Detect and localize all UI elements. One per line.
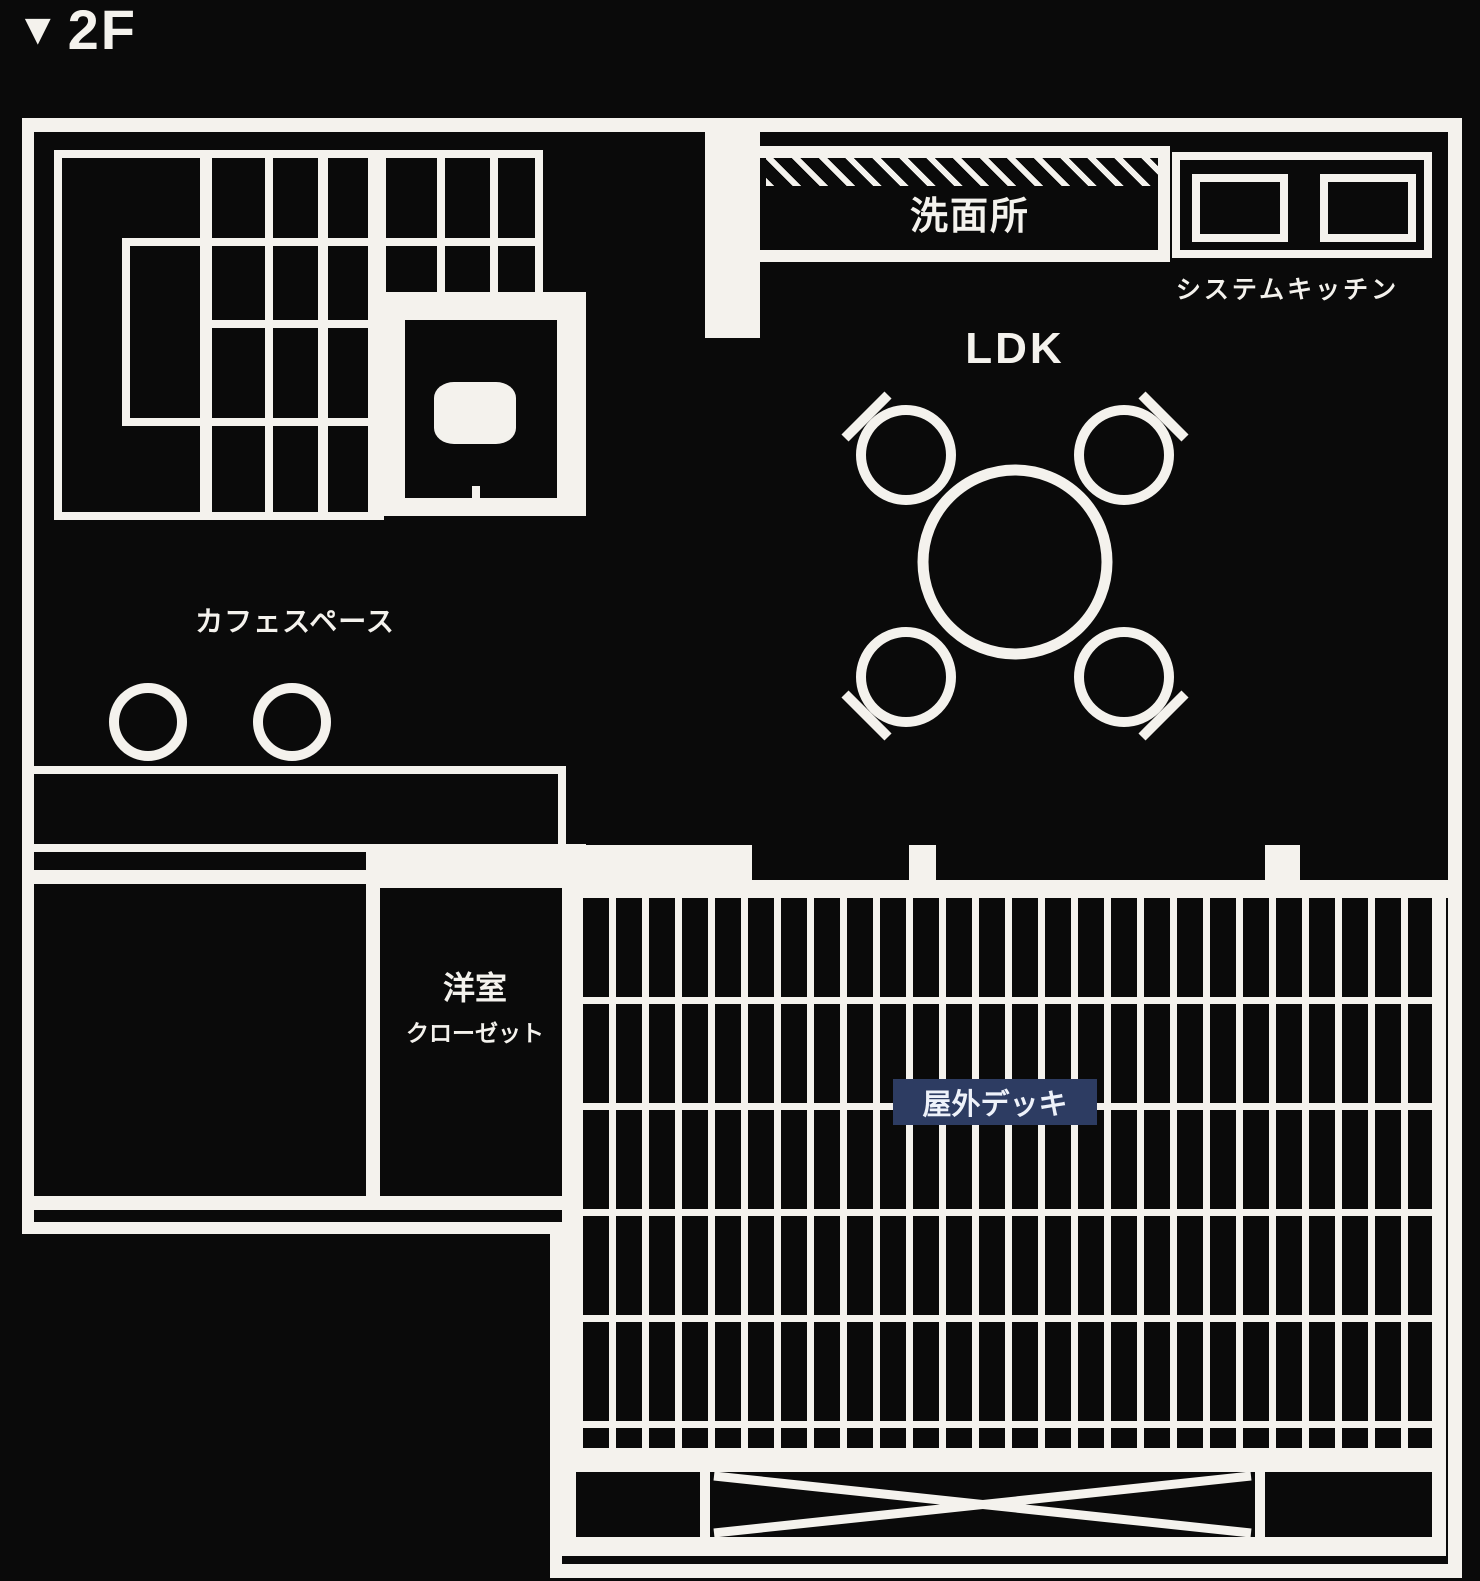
grid-row-line — [122, 418, 386, 426]
stair-box-divider — [700, 1472, 710, 1537]
down-triangle-icon: ▼ — [16, 5, 60, 54]
toilet-icon — [434, 382, 516, 444]
deck-left-edge — [562, 884, 576, 1556]
deck-right-edge — [1432, 884, 1446, 1556]
kitchen-counter-bottom — [1172, 250, 1432, 258]
grid-room-wall-top — [54, 150, 543, 158]
grid-room-wall-right — [535, 150, 543, 300]
cafe-counter-right — [558, 766, 566, 852]
wall-outline-right — [1448, 118, 1462, 1578]
chair-icon — [856, 627, 956, 727]
washroom-wall-right — [1158, 146, 1170, 262]
deck-bottom-band — [562, 1448, 1446, 1472]
western-room-label: 洋室 — [442, 970, 507, 1006]
grid-divider — [490, 158, 498, 300]
sink-basin — [1200, 182, 1280, 234]
grid-room-wall-bottom — [54, 512, 384, 520]
chair-back-icon — [841, 391, 892, 442]
stool-icon — [109, 683, 187, 761]
washroom-wall-left-thick — [705, 122, 760, 338]
wall-outline-left-lower — [550, 1222, 562, 1578]
stair-cross-icon — [713, 1471, 1252, 1538]
kitchen-label: システムキッチン — [1175, 276, 1400, 304]
wc-door-stub — [472, 486, 480, 504]
washroom-wall-top — [760, 146, 1170, 158]
chair-icon — [1074, 405, 1174, 505]
deck-plank-pattern — [576, 898, 1432, 1448]
room-divider-wall — [366, 884, 380, 1200]
kitchen-counter-right — [1424, 152, 1432, 258]
wall-below-counter — [34, 870, 368, 884]
kitchen-counter-top — [1172, 152, 1432, 160]
grid-row-line — [122, 238, 543, 246]
grid-room-wall-left — [54, 150, 62, 520]
washroom-window-hatch — [766, 158, 1162, 186]
western-room-sublabel: クローゼット — [406, 1020, 544, 1046]
wall-outline-bottom-left — [22, 1222, 562, 1234]
chair-back-icon — [1138, 391, 1189, 442]
deck-label-badge: 屋外デッキ — [893, 1079, 1097, 1125]
grid-divider — [200, 158, 212, 512]
dining-table-icon — [917, 464, 1113, 660]
chair-icon — [856, 405, 956, 505]
stool-icon — [253, 683, 331, 761]
ldk-label: LDK — [965, 324, 1065, 373]
stove-top — [1328, 182, 1408, 234]
south-wall-post — [909, 845, 936, 898]
cafe-counter-bottom — [32, 844, 566, 852]
chair-back-icon — [1138, 690, 1189, 741]
stair-box-divider — [1255, 1472, 1265, 1537]
washroom-wall-bottom — [756, 250, 1168, 262]
grid-inner-rect-edge — [122, 238, 130, 426]
chair-icon — [1074, 627, 1174, 727]
grid-divider — [265, 158, 273, 512]
floor-title: ▼ 2F — [16, 2, 137, 58]
deck-label: 屋外デッキ — [922, 1089, 1068, 1121]
cafe-space-label: カフェスペース — [195, 606, 395, 637]
stair-cross-icon — [713, 1471, 1252, 1538]
chair-back-icon — [841, 690, 892, 741]
grid-divider — [318, 158, 328, 512]
wall-junction-block — [366, 844, 586, 888]
washroom-label: 洗面所 — [909, 195, 1030, 238]
floor-label: 2F — [67, 0, 137, 61]
kitchen-counter-left — [1172, 152, 1180, 258]
south-wall-line — [752, 880, 1448, 898]
wall-outline-bottom — [550, 1564, 1462, 1578]
grid-row-line — [200, 320, 386, 328]
deck-bottom-band-2 — [562, 1537, 1446, 1556]
south-wall-post — [1265, 845, 1300, 898]
south-wall-chunk — [562, 845, 752, 898]
wall-outline-left — [22, 118, 34, 1234]
grid-divider — [437, 158, 445, 300]
cafe-counter-top — [32, 766, 566, 774]
rooms-bottom-wall — [32, 1196, 576, 1210]
